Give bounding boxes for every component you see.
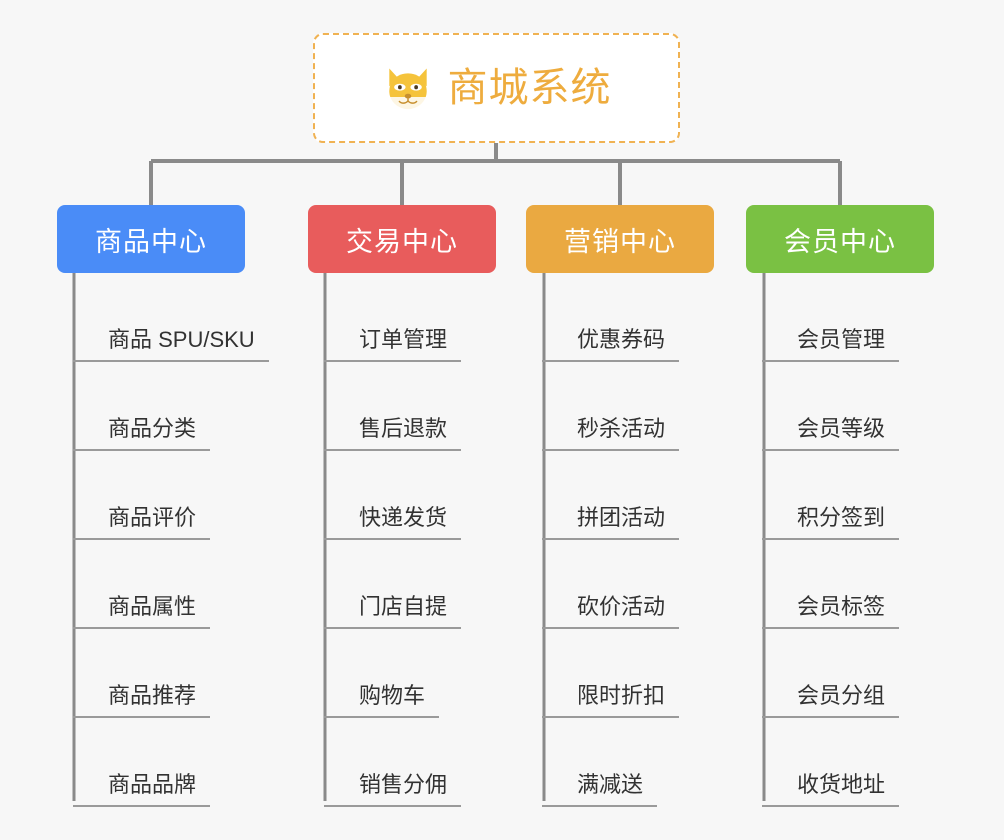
- leaf-item[interactable]: 销售分佣: [324, 718, 462, 807]
- leaf-label: 收货地址: [762, 774, 900, 807]
- leaf-item[interactable]: 购物车: [324, 629, 461, 718]
- leaf-label: 商品分类: [73, 418, 211, 451]
- dog-face-icon: [388, 68, 427, 110]
- leaf-list-trade: 订单管理 售后退款 快递发货 门店自提 购物车 销售分佣: [324, 273, 462, 807]
- leaf-item[interactable]: 优惠券码: [542, 273, 680, 362]
- leaf-item[interactable]: 会员标签: [762, 540, 900, 629]
- leaf-label: 拼团活动: [542, 507, 680, 540]
- leaf-label: 快递发货: [324, 507, 462, 540]
- leaf-item[interactable]: 商品 SPU/SKU: [73, 273, 269, 362]
- leaf-item[interactable]: 会员分组: [762, 629, 900, 718]
- leaf-label: 会员等级: [762, 418, 900, 451]
- column-header-member[interactable]: 会员中心: [746, 205, 934, 273]
- leaf-item[interactable]: 门店自提: [324, 540, 462, 629]
- leaf-label: 商品推荐: [73, 685, 211, 718]
- leaf-label: 积分签到: [762, 507, 900, 540]
- leaf-label: 满减送: [542, 774, 658, 807]
- leaf-item[interactable]: 秒杀活动: [542, 362, 680, 451]
- leaf-item[interactable]: 拼团活动: [542, 451, 680, 540]
- leaf-label: 秒杀活动: [542, 418, 680, 451]
- leaf-list-member: 会员管理 会员等级 积分签到 会员标签 会员分组 收货地址: [762, 273, 900, 807]
- leaf-label: 订单管理: [324, 329, 462, 362]
- leaf-item[interactable]: 商品品牌: [73, 718, 269, 807]
- leaf-item[interactable]: 商品推荐: [73, 629, 269, 718]
- column-header-product[interactable]: 商品中心: [57, 205, 245, 273]
- leaf-label: 购物车: [324, 685, 440, 718]
- leaf-list-product: 商品 SPU/SKU 商品分类 商品评价 商品属性 商品推荐 商品品牌: [73, 273, 269, 807]
- leaf-item[interactable]: 砍价活动: [542, 540, 680, 629]
- leaf-label: 销售分佣: [324, 774, 462, 807]
- leaf-label: 会员管理: [762, 329, 900, 362]
- leaf-label: 商品评价: [73, 507, 211, 540]
- leaf-label: 优惠券码: [542, 329, 680, 362]
- leaf-item[interactable]: 商品分类: [73, 362, 269, 451]
- leaf-list-marketing: 优惠券码 秒杀活动 拼团活动 砍价活动 限时折扣 满减送: [542, 273, 680, 807]
- leaf-label: 售后退款: [324, 418, 462, 451]
- column-header-label: 营销中心: [564, 226, 676, 257]
- root-title: 商城系统: [447, 66, 612, 110]
- column-header-trade[interactable]: 交易中心: [308, 205, 496, 273]
- leaf-item[interactable]: 订单管理: [324, 273, 462, 362]
- leaf-item[interactable]: 会员等级: [762, 362, 900, 451]
- leaf-item[interactable]: 商品属性: [73, 540, 269, 629]
- leaf-label: 商品品牌: [73, 774, 211, 807]
- leaf-label: 砍价活动: [542, 596, 680, 629]
- column-header-label: 会员中心: [784, 226, 896, 257]
- leaf-label: 商品 SPU/SKU: [73, 329, 269, 362]
- leaf-item[interactable]: 积分签到: [762, 451, 900, 540]
- column-header-label: 商品中心: [95, 226, 207, 257]
- leaf-item[interactable]: 满减送: [542, 718, 679, 807]
- leaf-label: 限时折扣: [542, 685, 680, 718]
- leaf-label: 会员分组: [762, 685, 900, 718]
- leaf-item[interactable]: 收货地址: [762, 718, 900, 807]
- leaf-label: 门店自提: [324, 596, 462, 629]
- leaf-item[interactable]: 售后退款: [324, 362, 462, 451]
- leaf-label: 商品属性: [73, 596, 211, 629]
- leaf-item[interactable]: 商品评价: [73, 451, 269, 540]
- root-node[interactable]: 商城系统: [313, 33, 680, 143]
- leaf-item[interactable]: 会员管理: [762, 273, 900, 362]
- leaf-item[interactable]: 快递发货: [324, 451, 462, 540]
- leaf-label: 会员标签: [762, 596, 900, 629]
- column-header-label: 交易中心: [346, 226, 458, 257]
- leaf-item[interactable]: 限时折扣: [542, 629, 680, 718]
- column-header-marketing[interactable]: 营销中心: [526, 205, 714, 273]
